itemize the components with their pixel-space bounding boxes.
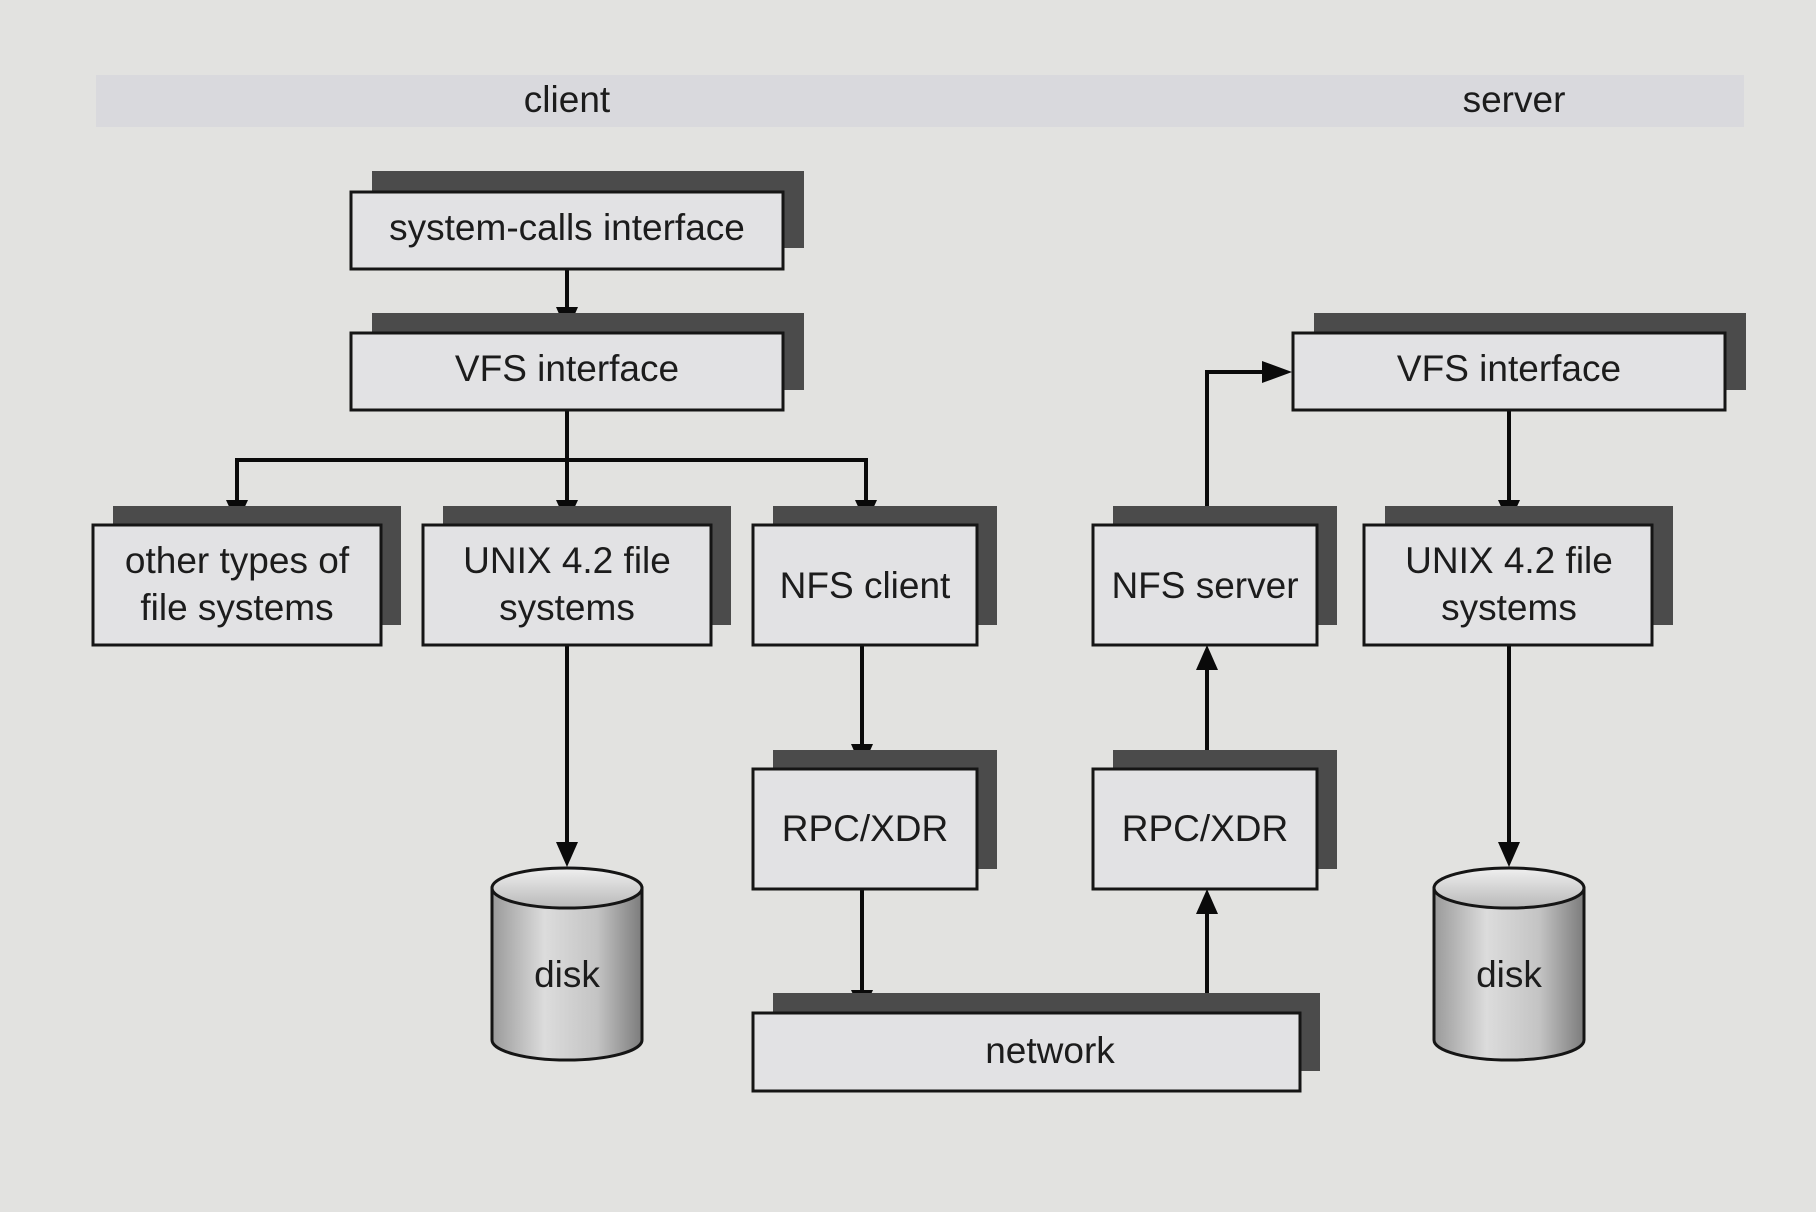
other-file-systems-box: other types of file systems bbox=[91, 506, 401, 647]
client-unix-fs-box: UNIX 4.2 file systems bbox=[421, 506, 731, 647]
other-file-systems-line-2: file systems bbox=[140, 587, 333, 628]
arrowhead-server-unix-fs-to-disk bbox=[1498, 842, 1520, 867]
arrowhead-unix-fs-to-disk bbox=[556, 842, 578, 867]
server-vfs-interface-label: VFS interface bbox=[1397, 348, 1621, 389]
server-vfs-interface-box: VFS interface bbox=[1291, 313, 1746, 412]
nfs-server-box: NFS server bbox=[1091, 506, 1337, 647]
arrow-nfs-server-to-vfs bbox=[1205, 370, 1266, 524]
nfs-client-box: NFS client bbox=[751, 506, 997, 647]
arrowhead-rpc-to-nfs-server bbox=[1196, 645, 1218, 670]
system-calls-interface-label: system-calls interface bbox=[389, 207, 745, 248]
system-calls-interface-box: system-calls interface bbox=[349, 171, 804, 271]
server-header: server bbox=[1463, 79, 1566, 120]
server-unix-fs-line-2: systems bbox=[1441, 587, 1577, 628]
arrowhead-network-to-server-rpc bbox=[1196, 889, 1218, 914]
nfs-server-label: NFS server bbox=[1111, 565, 1298, 606]
server-rpc-xdr-box: RPC/XDR bbox=[1091, 750, 1337, 891]
other-file-systems-line-1: other types of bbox=[125, 540, 350, 581]
network-box: network bbox=[751, 993, 1320, 1093]
network-label: network bbox=[985, 1030, 1115, 1071]
client-rpc-xdr-label: RPC/XDR bbox=[782, 808, 949, 849]
branch-line-vfs bbox=[235, 458, 868, 506]
server-disk-icon: disk bbox=[1432, 866, 1586, 1062]
server-unix-fs-line-1: UNIX 4.2 file bbox=[1405, 540, 1613, 581]
client-unix-fs-line-1: UNIX 4.2 file bbox=[463, 540, 671, 581]
client-vfs-interface-box: VFS interface bbox=[349, 313, 804, 412]
arrowhead-nfs-server-to-vfs bbox=[1262, 361, 1292, 383]
nfs-client-label: NFS client bbox=[780, 565, 951, 606]
client-rpc-xdr-box: RPC/XDR bbox=[751, 750, 997, 891]
client-disk-icon: disk bbox=[490, 866, 644, 1062]
client-header: client bbox=[524, 79, 611, 120]
client-vfs-interface-label: VFS interface bbox=[455, 348, 679, 389]
client-disk-label: disk bbox=[534, 954, 600, 995]
server-disk-label: disk bbox=[1476, 954, 1542, 995]
client-unix-fs-line-2: systems bbox=[499, 587, 635, 628]
server-rpc-xdr-label: RPC/XDR bbox=[1122, 808, 1289, 849]
header-band bbox=[96, 75, 1744, 127]
server-unix-fs-box: UNIX 4.2 file systems bbox=[1362, 506, 1673, 647]
